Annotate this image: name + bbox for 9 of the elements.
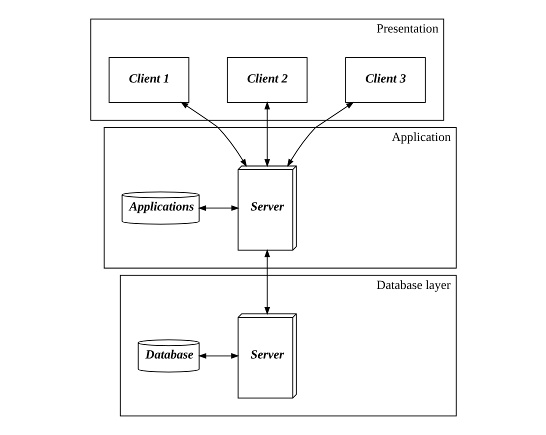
node-box: Client 1 [108,57,189,103]
node-box: Client 3 [344,57,426,103]
node-box: Client 2 [226,57,308,103]
arrow [264,101,270,168]
arrow [198,353,239,359]
arrow [286,102,354,167]
arrow [198,205,239,211]
arrow [180,102,246,168]
arrow [264,249,270,316]
